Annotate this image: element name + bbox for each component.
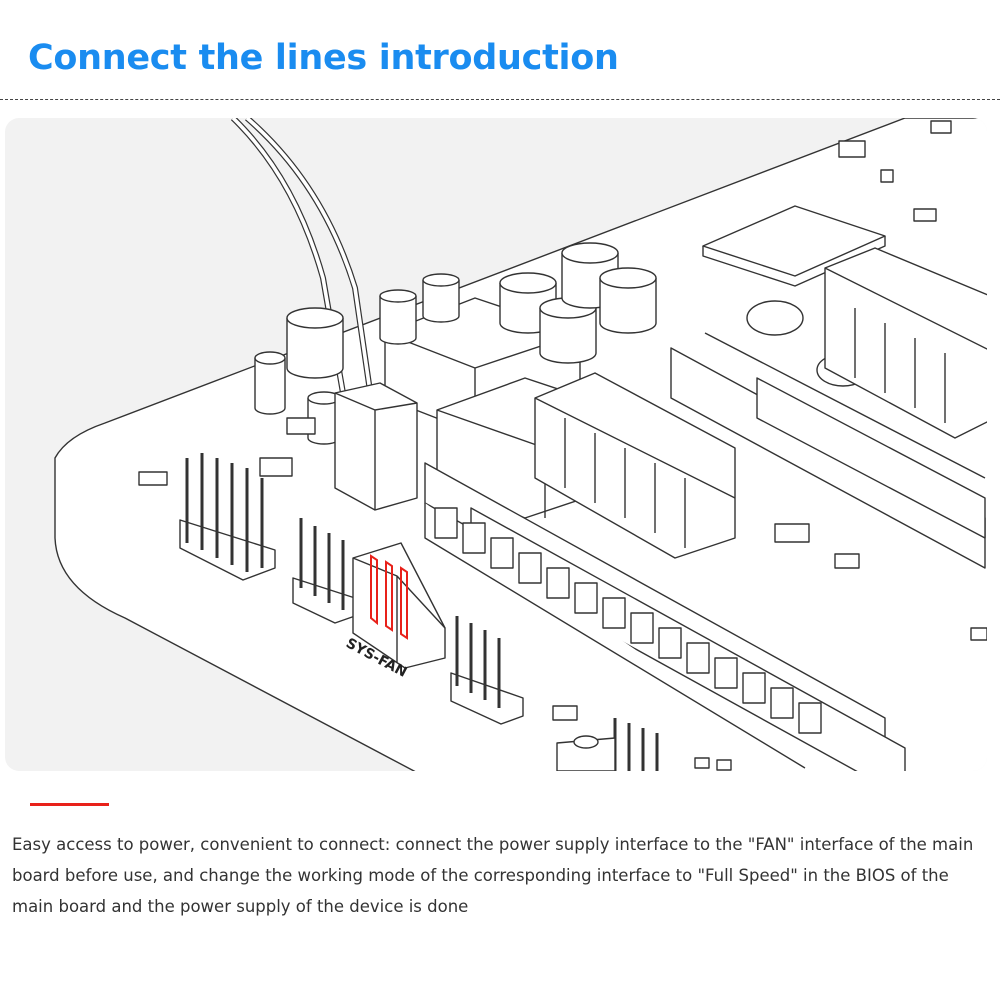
pcie-slots-upper (670, 247, 987, 569)
title-divider (0, 99, 1000, 100)
description-text: Easy access to power, convenient to conn… (12, 835, 974, 916)
pin-headers (179, 453, 659, 771)
capacitors (254, 242, 870, 445)
motherboard-drawing: SYS-FAN (54, 118, 987, 771)
page-title: Connect the lines introduction (28, 38, 619, 78)
slot-teeth (434, 507, 822, 734)
accent-bar (30, 803, 109, 806)
smd-parts (138, 120, 987, 771)
fan-pins-highlight (370, 554, 408, 640)
cable-plug (334, 382, 418, 511)
motherboard-illustration: SYS-FAN (5, 118, 987, 771)
